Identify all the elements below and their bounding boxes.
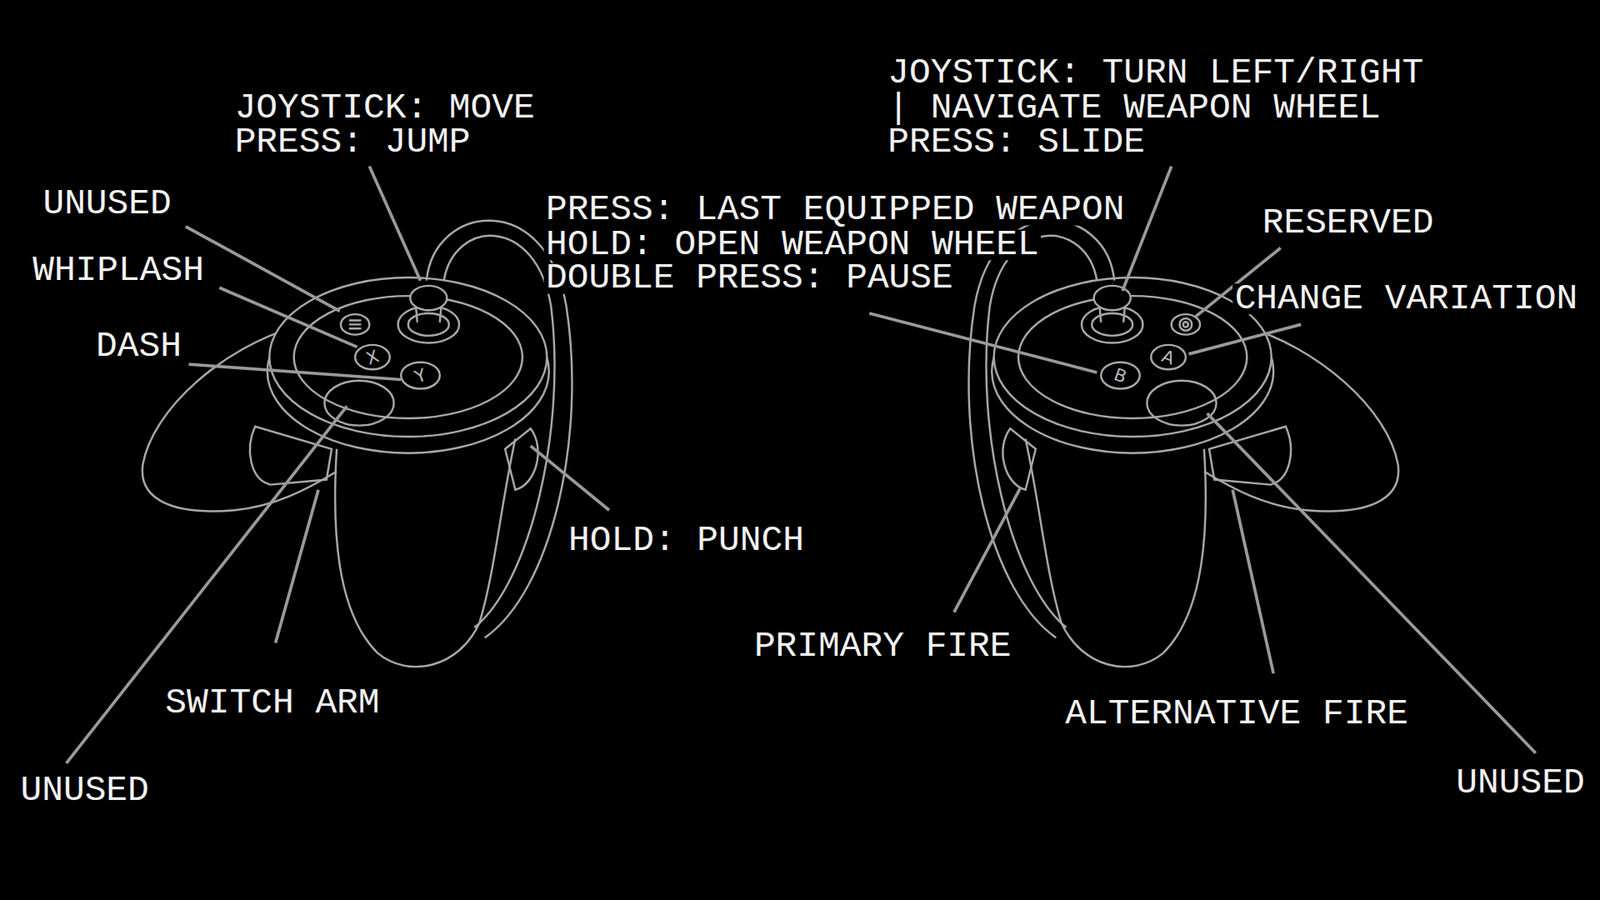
control-label: ALTERNATIVE FIRE xyxy=(1063,699,1410,730)
control-label: HOLD: OPEN WEAPON WHEEL xyxy=(544,230,1041,261)
control-label: PRESS: JUMP xyxy=(232,127,473,159)
control-label: RESERVED xyxy=(1260,208,1436,240)
control-label: DOUBLE PRESS: PAUSE xyxy=(544,263,956,295)
left-controller xyxy=(142,220,573,667)
control-label: CHANGE VARIATION xyxy=(1232,283,1580,315)
control-label: | NAVIGATE WEAPON WHEEL xyxy=(885,92,1383,124)
button-icons xyxy=(349,318,1192,331)
control-label: SWITCH ARM xyxy=(163,687,382,719)
control-label: DASH xyxy=(94,331,185,363)
control-label: PRESS: SLIDE xyxy=(885,127,1148,159)
control-label: PRIMARY FIRE xyxy=(751,631,1014,663)
control-label: UNUSED xyxy=(1454,768,1587,800)
control-label: JOYSTICK: TURN LEFT/RIGHT xyxy=(885,58,1426,90)
control-label: JOYSTICK: MOVE xyxy=(232,92,537,124)
control-label: WHIPLASH xyxy=(30,255,207,286)
control-label: PRESS: LAST EQUIPPED WEAPON xyxy=(544,195,1127,226)
control-label: HOLD: PUNCH xyxy=(566,525,807,557)
control-label: UNUSED xyxy=(18,775,151,807)
control-label: UNUSED xyxy=(40,189,174,220)
leader-lines xyxy=(66,166,1536,764)
